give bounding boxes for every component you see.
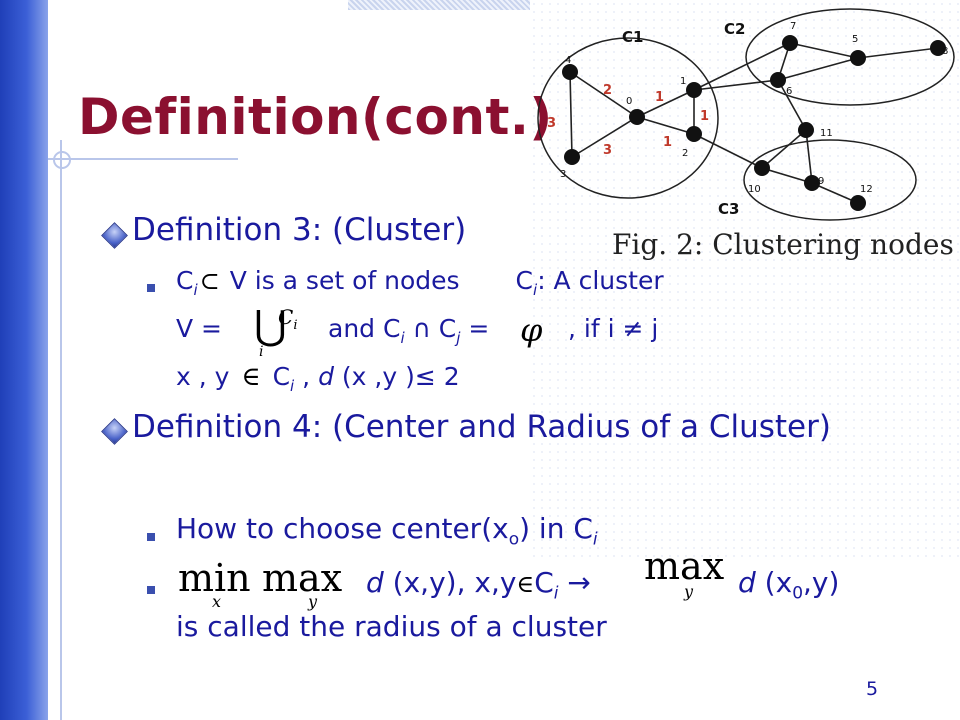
deco-circle	[53, 151, 71, 169]
cluster-c3-ellipse	[743, 139, 917, 221]
weight-0-1: 1	[655, 90, 664, 105]
node-10	[754, 160, 770, 176]
node-0	[629, 109, 645, 125]
def3-line2-v: V =	[176, 314, 222, 343]
node-11	[798, 122, 814, 138]
max-operator-2: max	[644, 544, 725, 588]
max-subscript-2: y	[684, 582, 694, 601]
node-label-11: 11	[820, 128, 833, 139]
def4-bullet2-mid: d (x,y), x,y∈Ci →	[366, 566, 591, 604]
def4-heading: Definition 4: (Center and Radius of a Cl…	[132, 409, 831, 445]
cluster-label-c3: C3	[718, 200, 739, 218]
figure-caption: Fig. 2: Clustering nodes	[612, 228, 954, 261]
node-2	[686, 126, 702, 142]
node-label-8: 8	[942, 46, 948, 57]
max-subscript: y	[308, 592, 318, 611]
bullet-square-icon	[147, 284, 155, 292]
union-subscript: i	[259, 344, 264, 360]
cluster-graph-figure: C1 C2 C3 0 1 2 3 4 5 6 7 8 9 10 11 12 2 …	[537, 8, 955, 221]
graph-nodes	[562, 35, 946, 211]
cluster-label-c2: C2	[724, 20, 745, 38]
def3-line3: x , y ∈ Ci , d (x ,y )≤ 2	[176, 362, 460, 395]
top-deco-strip	[348, 0, 530, 10]
node-label-10: 10	[748, 184, 761, 195]
weight-0-2: 1	[663, 135, 672, 150]
union-symbol: ⋃	[254, 303, 287, 349]
node-label-12: 12	[860, 184, 873, 195]
node-label-1: 1	[680, 76, 686, 87]
bullet-diamond-icon	[101, 418, 128, 445]
node-label-2: 2	[682, 148, 688, 159]
deco-vertical-line	[60, 140, 62, 720]
deco-horizontal-line	[48, 158, 238, 160]
node-4	[562, 64, 578, 80]
node-label-0: 0	[626, 96, 632, 107]
def3-heading: Definition 3: (Cluster)	[132, 212, 467, 248]
weight-4-3: 3	[547, 116, 556, 131]
node-label-9: 9	[818, 176, 824, 187]
bullet-square-icon	[147, 533, 155, 541]
weight-0-4: 2	[603, 83, 612, 98]
node-3	[564, 149, 580, 165]
node-label-3: 3	[560, 169, 566, 180]
node-12	[850, 195, 866, 211]
node-8	[930, 40, 946, 56]
def3-line2-cond: , if i ≠ j	[568, 314, 659, 343]
max-operator: max	[262, 556, 343, 600]
def4-bullet2-tail: d (x0,y)	[738, 566, 840, 604]
cluster-label-c1: C1	[622, 28, 643, 46]
node-7	[782, 35, 798, 51]
empty-set-symbol: φ	[520, 311, 543, 349]
node-label-4: 4	[565, 55, 571, 66]
min-subscript: x	[212, 592, 222, 611]
node-5	[850, 50, 866, 66]
node-6	[770, 72, 786, 88]
def3-line2-and: and Ci ∩ Cj =	[328, 314, 490, 347]
node-label-5: 5	[852, 34, 858, 45]
union-ci: Ci	[278, 305, 298, 333]
slide-title: Definition(cont.)	[78, 88, 553, 146]
bullet-square-icon	[147, 586, 155, 594]
cluster-c2-ellipse	[745, 8, 955, 106]
min-operator: min	[178, 556, 251, 600]
def4-bullet1: How to choose center(xo) in Ci	[176, 512, 598, 550]
node-label-7: 7	[790, 21, 796, 32]
page-number: 5	[866, 678, 879, 700]
graph-edges	[569, 42, 939, 204]
weight-1-2: 1	[700, 109, 709, 124]
node-1	[686, 82, 702, 98]
node-9	[804, 175, 820, 191]
left-accent-bar	[0, 0, 48, 720]
cluster-c1-ellipse	[537, 37, 719, 199]
node-label-6: 6	[786, 86, 792, 97]
weight-0-3: 3	[603, 143, 612, 158]
def4-bullet2-line2: is called the radius of a cluster	[176, 610, 607, 643]
bullet-diamond-icon	[101, 222, 128, 249]
